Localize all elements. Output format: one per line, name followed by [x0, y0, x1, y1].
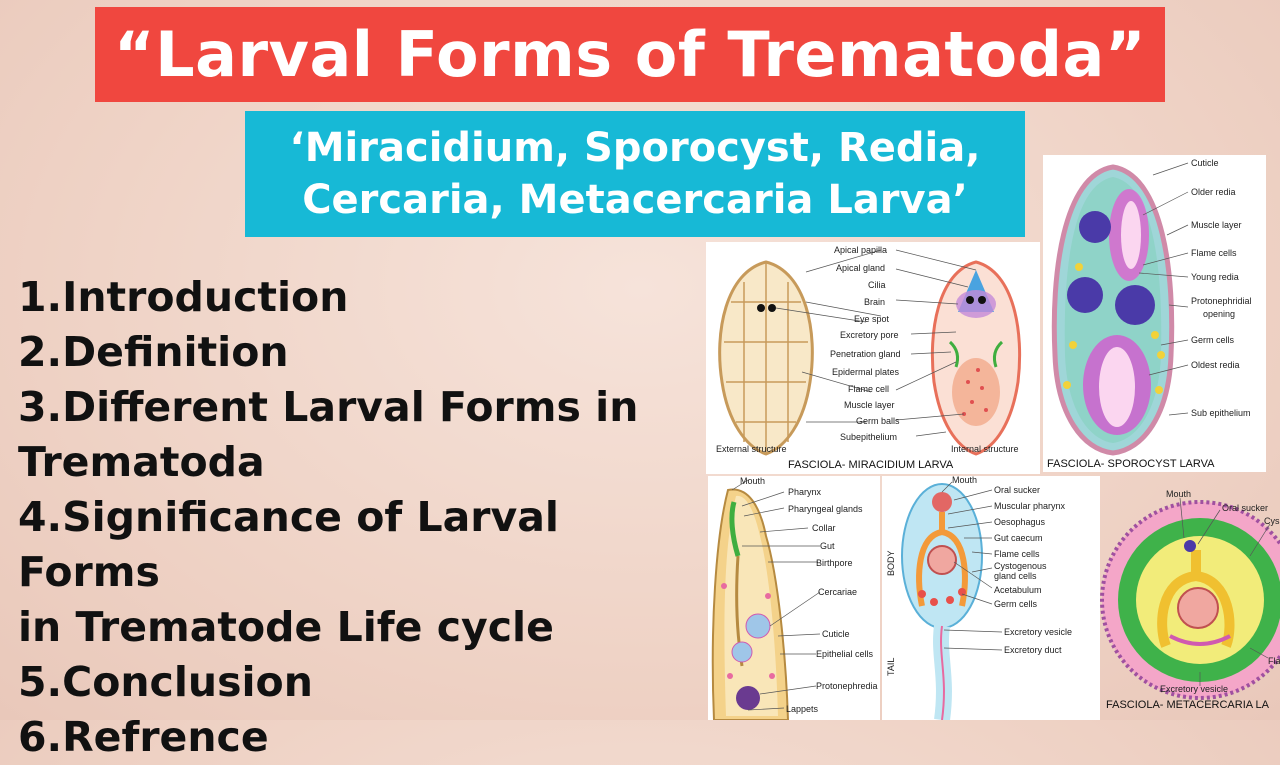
diagram-label: Penetration gland — [830, 349, 901, 359]
metacercaria-diagram: Mouth Oral sucker Cys Excretory vesicle … — [1100, 476, 1280, 720]
diagram-label: Epidermal plates — [832, 367, 900, 377]
diagram-label: Eye spot — [854, 314, 890, 324]
toc-item: 2.Definition — [18, 328, 289, 376]
diagram-label: Oldest redia — [1191, 360, 1240, 370]
miracidium-diagram: Apical papilla Apical gland Cilia Brain … — [706, 242, 1040, 474]
cercaria-tail-label: TAIL — [886, 658, 896, 676]
diagram-label: Fla — [1268, 656, 1280, 666]
diagram-label: Excretory vesicle — [1004, 627, 1072, 637]
cercaria-labels: Mouth Oral sucker Muscular pharynx Oesop… — [886, 476, 1072, 676]
diagram-label: Mouth — [1166, 489, 1191, 499]
diagram-label: Cuticle — [822, 629, 850, 639]
diagram-label: Older redia — [1191, 187, 1236, 197]
toc-item: 6.Refrence — [18, 713, 269, 761]
diagram-label: Cystogenous — [994, 561, 1047, 571]
internal-structure-label: Internal structure — [951, 444, 1019, 454]
diagram-label: Flame cells — [994, 549, 1040, 559]
toc-item: 4.Significance of Larval Forms — [18, 493, 559, 596]
diagram-label: Mouth — [740, 476, 765, 486]
toc-item: 5.Conclusion — [18, 658, 313, 706]
diagram-label: Apical papilla — [834, 245, 887, 255]
diagram-label: Pharynx — [788, 487, 822, 497]
diagram-label: Muscle layer — [1191, 220, 1242, 230]
miracidium-external-body — [718, 260, 814, 456]
diagram-label: Oral sucker — [1222, 503, 1268, 513]
diagram-label: Germ cells — [994, 599, 1038, 609]
toc-item: Trematoda — [18, 438, 265, 486]
diagram-label: Subepithelium — [840, 432, 897, 442]
diagram-label: gland cells — [994, 571, 1037, 581]
sporocyst-body — [1051, 164, 1175, 456]
toc-item: 3.Different Larval Forms in — [18, 383, 639, 431]
diagram-label: Flame cells — [1191, 248, 1237, 258]
diagram-label: Germ balls — [856, 416, 900, 426]
miracidium-internal-body — [930, 260, 1022, 456]
diagram-label: Germ cells — [1191, 335, 1235, 345]
diagram-label: Lappets — [786, 704, 819, 714]
subtitle-line-1: ‘Miracidium, Sporocyst, Redia, — [289, 125, 981, 171]
cercaria-body — [901, 483, 983, 720]
metacercaria-labels: Mouth Oral sucker Cys Excretory vesicle … — [1106, 489, 1280, 711]
diagram-label: Oral sucker — [994, 485, 1040, 495]
diagram-label: Flame cell — [848, 384, 889, 394]
diagram-label: Pharyngeal glands — [788, 504, 863, 514]
subtitle-banner: ‘Miracidium, Sporocyst, Redia, Cercaria,… — [245, 111, 1025, 237]
miracidium-labels: Apical papilla Apical gland Cilia Brain … — [716, 245, 1019, 471]
diagram-label: opening — [1203, 309, 1235, 319]
diagram-label: Birthpore — [816, 558, 853, 568]
diagram-label: Gut — [820, 541, 835, 551]
page-title: “Larval Forms of Trematoda” — [113, 18, 1147, 91]
diagram-label: Muscular pharynx — [994, 501, 1066, 511]
diagram-label: Cuticle — [1191, 158, 1219, 168]
cercaria-body-label: BODY — [886, 550, 896, 576]
external-structure-label: External structure — [716, 444, 787, 454]
redia-body — [711, 488, 790, 720]
diagram-label: Protonephredia — [816, 681, 878, 691]
diagram-label: Sub epithelium — [1191, 408, 1251, 418]
diagram-label: Protonephridial — [1191, 296, 1252, 306]
diagram-label: Cys — [1264, 516, 1280, 526]
metacercaria-body — [1100, 500, 1280, 700]
diagram-label: Mouth — [952, 476, 977, 485]
diagram-label: Excretory pore — [840, 330, 899, 340]
diagram-label: Cilia — [868, 280, 886, 290]
diagram-label: Acetabulum — [994, 585, 1042, 595]
toc-item: in Trematode Life cycle — [18, 603, 554, 651]
toc-item: 1.Introduction — [18, 273, 349, 321]
redia-diagram: Mouth Pharynx Pharyngeal glands Collar G… — [708, 476, 880, 720]
sporocyst-labels: Cuticle Older redia Muscle layer Flame c… — [1047, 158, 1252, 470]
title-banner: “Larval Forms of Trematoda” — [95, 7, 1165, 102]
diagram-label: Gut caecum — [994, 533, 1043, 543]
metacercaria-caption: FASCIOLA- METACERCARIA LA — [1106, 699, 1270, 711]
diagram-label: Apical gland — [836, 263, 885, 273]
miracidium-caption: FASCIOLA- MIRACIDIUM LARVA — [788, 459, 954, 471]
diagram-label: Brain — [864, 297, 885, 307]
diagram-label: Epithelial cells — [816, 649, 874, 659]
diagram-label: Oesophagus — [994, 517, 1046, 527]
subtitle-line-2: Cercaria, Metacercaria Larva’ — [302, 177, 968, 223]
diagram-label: Excretory duct — [1004, 645, 1062, 655]
diagram-label: Collar — [812, 523, 836, 533]
table-of-contents: 1.Introduction 2.Definition 3.Different … — [18, 270, 708, 765]
sporocyst-caption: FASCIOLA- SPOROCYST LARVA — [1047, 458, 1215, 470]
diagram-label: Young redia — [1191, 272, 1239, 282]
diagram-label: Muscle layer — [844, 400, 895, 410]
redia-labels: Mouth Pharynx Pharyngeal glands Collar G… — [740, 476, 878, 714]
diagram-label: Cercariae — [818, 587, 857, 597]
cercaria-diagram: Mouth Oral sucker Muscular pharynx Oesop… — [882, 476, 1100, 720]
diagram-label: Excretory vesicle — [1160, 684, 1228, 694]
sporocyst-diagram: Cuticle Older redia Muscle layer Flame c… — [1043, 155, 1266, 472]
